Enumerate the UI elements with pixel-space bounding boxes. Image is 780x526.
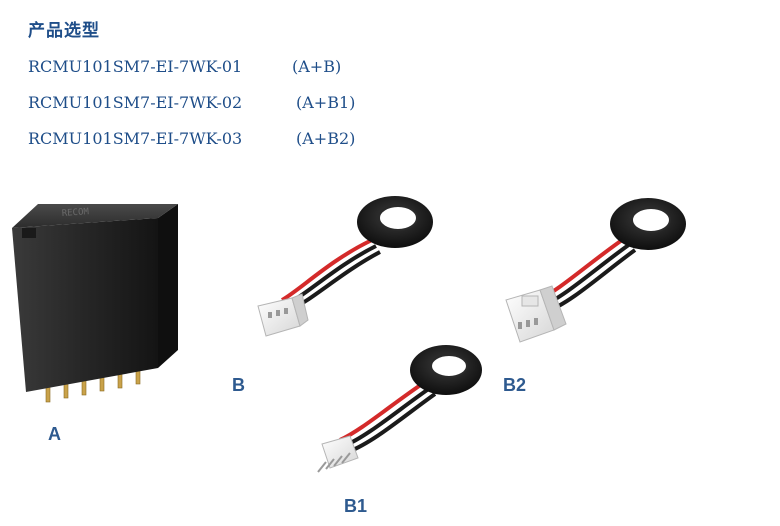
sensor-b2-image (505, 198, 686, 343)
model-combination: (A+B) (292, 57, 342, 76)
label-b: B (232, 375, 245, 395)
sensor-b1-image (317, 345, 482, 473)
model-code: RCMU101SM7-EI-7WK-01 (28, 57, 243, 76)
label-b2: B2 (503, 375, 527, 395)
sensor-b-image (257, 196, 433, 337)
model-code: RCMU101SM7-EI-7WK-03 (28, 129, 243, 148)
section-heading: 产品选型 (28, 21, 100, 41)
module-marking: RECOM (62, 207, 90, 219)
module-a-image: RECOM (12, 204, 178, 403)
model-code: RCMU101SM7-EI-7WK-02 (28, 93, 243, 112)
label-a: A (48, 424, 61, 444)
model-combination: (A+B1) (296, 93, 356, 112)
model-combination: (A+B2) (296, 129, 356, 148)
label-b1: B1 (344, 496, 368, 516)
